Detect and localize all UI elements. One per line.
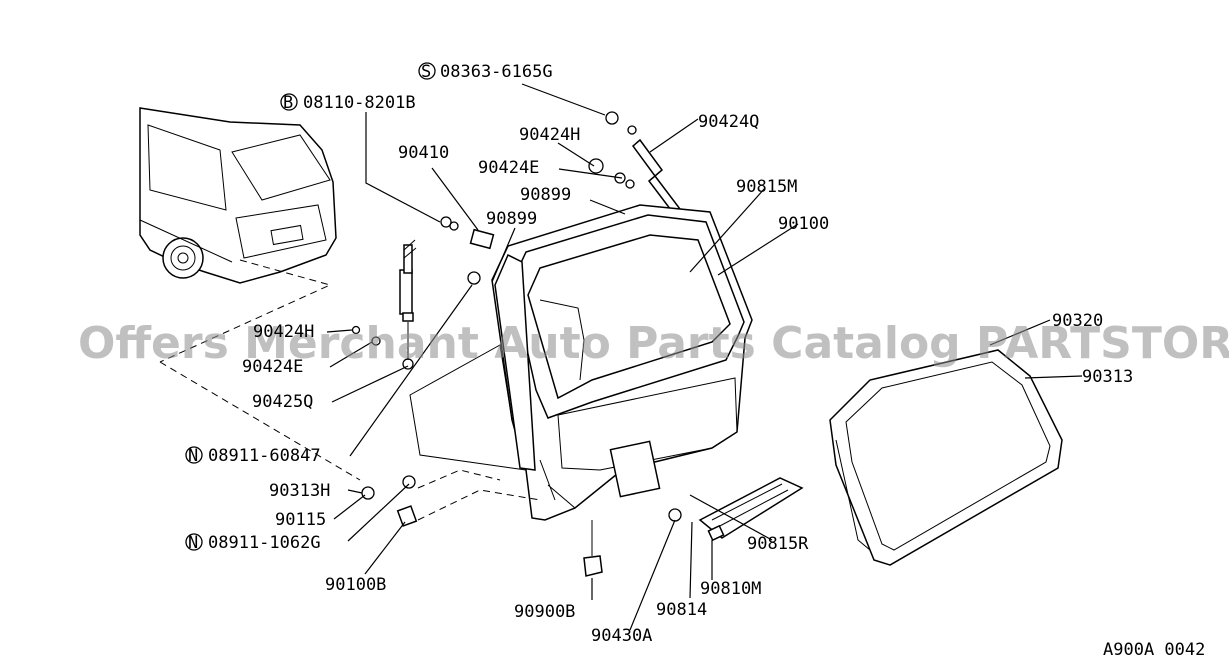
label-n-bolt-a: 08911-60847 bbox=[208, 446, 321, 466]
n-symbol-circle-b bbox=[185, 533, 203, 551]
rear-glass bbox=[829, 349, 1063, 566]
n-symbol-circle-a bbox=[185, 446, 203, 464]
label-90424h-left: 90424H bbox=[253, 322, 314, 342]
s-symbol-circle bbox=[418, 62, 436, 80]
label-90100: 90100 bbox=[778, 214, 829, 234]
label-90900b: 90900B bbox=[514, 602, 575, 622]
left-gas-strut bbox=[351, 239, 417, 370]
label-90313: 90313 bbox=[1082, 367, 1133, 387]
label-90810m: 90810M bbox=[700, 579, 761, 599]
label-90899-b: 90899 bbox=[486, 209, 537, 229]
vehicle-illustration bbox=[139, 107, 361, 481]
label-90410: 90410 bbox=[398, 143, 449, 163]
label-90100b: 90100B bbox=[325, 575, 386, 595]
diagram-ref-code: A900A 0042 bbox=[1103, 640, 1205, 660]
label-90815r: 90815R bbox=[747, 534, 809, 554]
label-90424q: 90424Q bbox=[698, 112, 759, 132]
label-90815m: 90815M bbox=[736, 177, 797, 197]
label-90424e-top: 90424E bbox=[478, 158, 539, 178]
label-90115: 90115 bbox=[275, 510, 326, 530]
s-symbol: S bbox=[421, 62, 431, 82]
label-90430a: 90430A bbox=[591, 626, 652, 646]
label-s-bolt: 08363-6165G bbox=[440, 62, 553, 82]
n-symbol-b: N bbox=[188, 533, 198, 553]
back-door-panel bbox=[409, 204, 753, 521]
label-90424e-left: 90424E bbox=[242, 357, 303, 377]
label-90814: 90814 bbox=[656, 600, 707, 620]
label-n-bolt-b: 08911-1062G bbox=[208, 533, 321, 553]
bottom-parts bbox=[361, 469, 682, 577]
part-labels: S 08363-6165G B 08110-8201B 90410 90424H… bbox=[185, 62, 1205, 660]
watermark-text: Offers Merchant Auto Parts Catalog PARTS… bbox=[78, 318, 1229, 369]
hinge-assembly bbox=[440, 216, 495, 285]
label-90313h: 90313H bbox=[269, 481, 330, 501]
b-symbol-circle bbox=[280, 93, 298, 111]
b-symbol: B bbox=[283, 93, 293, 113]
label-90425q: 90425Q bbox=[252, 392, 313, 412]
top-gas-strut bbox=[588, 111, 685, 220]
label-90899-a: 90899 bbox=[520, 185, 571, 205]
label-b-bolt: 08110-8201B bbox=[303, 93, 416, 113]
label-90424h-top: 90424H bbox=[519, 125, 580, 145]
label-90320: 90320 bbox=[1052, 311, 1103, 331]
leader-lines bbox=[326, 83, 1083, 631]
n-symbol-a: N bbox=[188, 446, 198, 466]
